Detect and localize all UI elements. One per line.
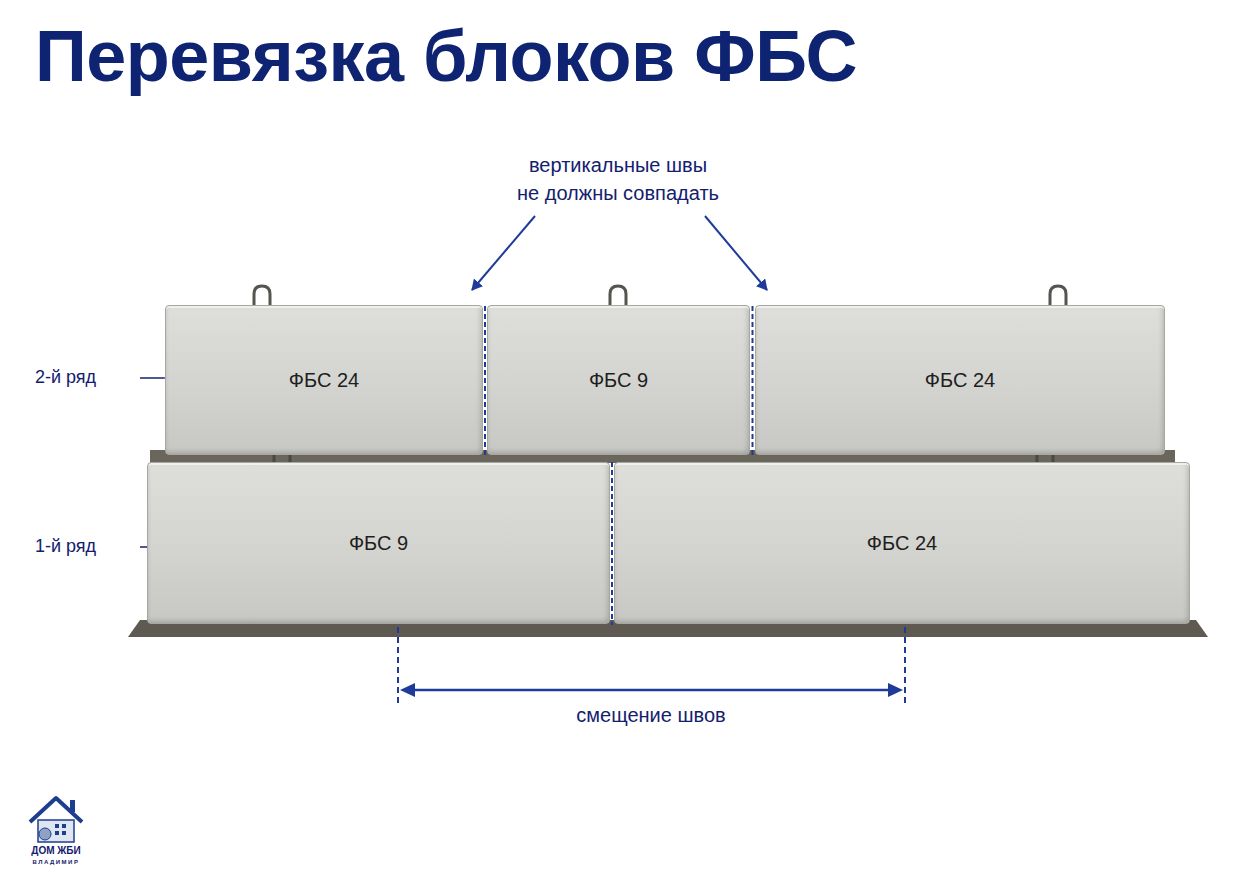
callout-arrow	[472, 216, 535, 290]
block-label: ФБС 9	[349, 531, 408, 555]
block-label: ФБС 24	[867, 531, 937, 555]
fbs-block: ФБС 9	[487, 305, 750, 455]
diagram-title: Перевязка блоков ФБС	[35, 20, 857, 92]
annotation-label: ДОМ ЖБИ	[31, 844, 80, 858]
graphic-part	[62, 824, 66, 828]
annotation-label: 2-й ряд	[35, 365, 96, 390]
block-label: ФБС 24	[289, 368, 359, 392]
seam-line	[611, 462, 613, 625]
annotation-label: 1-й ряд	[35, 534, 96, 559]
seam-line	[752, 306, 754, 456]
leader-line	[140, 377, 166, 379]
seam-line	[484, 306, 486, 456]
dimension-extension	[397, 627, 399, 704]
block-label: ФБС 24	[925, 368, 995, 392]
block-label: ФБС 9	[589, 368, 648, 392]
fbs-block: ФБС 24	[614, 462, 1190, 624]
arrow-head	[400, 683, 415, 697]
annotation-label: вертикальные швы не должны совпадать	[517, 151, 719, 207]
graphic-part	[70, 800, 75, 812]
annotation-label: ВЛАДИМИР	[33, 858, 80, 866]
callout-arrow	[705, 216, 767, 290]
dimension-extension	[904, 627, 906, 704]
fbs-block: ФБС 24	[755, 305, 1165, 455]
graphic-part	[62, 831, 66, 835]
arrow-head	[888, 683, 903, 697]
logo-icon	[30, 798, 82, 842]
graphic-part	[55, 831, 59, 835]
fbs-block: ФБС 9	[147, 462, 610, 624]
fbs-block: ФБС 24	[165, 305, 483, 455]
graphic-part	[30, 798, 82, 822]
dimension-line	[412, 689, 891, 692]
graphic-part	[38, 820, 74, 842]
graphic-part	[55, 824, 59, 828]
annotation-label: смещение швов	[576, 701, 725, 729]
graphic-part	[39, 828, 51, 840]
